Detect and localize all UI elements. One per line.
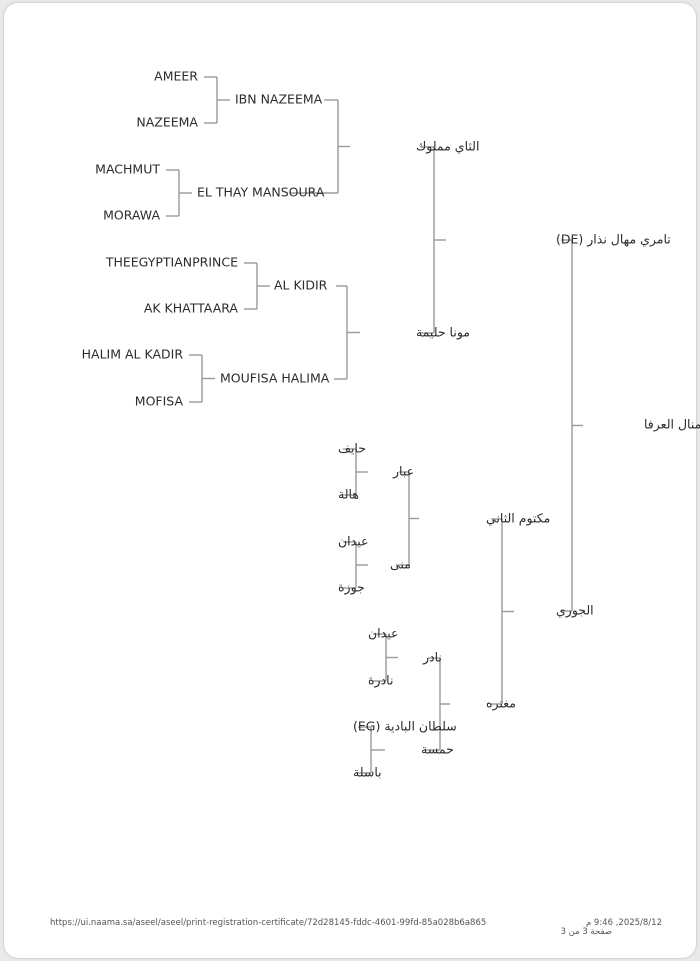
g3-el-thay-mansoura: EL THAY MANSOURA [197,185,325,200]
subject-horse-name: منال العرفا [644,417,700,433]
g3-muna: منى [390,557,411,572]
g2-mughtarah: مغتره [486,696,516,712]
g4-ak-khattaara: AK KHATTAARA [144,301,239,316]
g4-ameer: AMEER [154,69,198,84]
g4-idan-1: عيدان [338,534,368,549]
g4-basila: باسلة [353,765,382,780]
g4-theegyptianprince: THEEGYPTIANPRINCE [105,255,238,270]
g4-mofisa: MOFISA [135,394,184,409]
g3-hamsa: حمسة [421,742,454,757]
g1-dam-aljouri: الجوري [556,603,594,619]
g4-nazeema: NAZEEMA [136,115,198,130]
g3-al-kidir: AL KIDIR [274,278,328,293]
g2-maktoum-althani: مكتوم الثاني [486,511,550,527]
g3-ibn-nazeema: IBN NAZEEMA [235,92,323,107]
g4-morawa: MORAWA [103,208,160,223]
g3-abbar: عبار [392,464,414,480]
g2-muna-halima: مونا حليمة [416,325,470,341]
g4-jawza: جوزة [338,580,365,596]
footer-page-number: صفحة 3 من 3 [560,927,612,937]
g4-halim-al-kadir: HALIM AL KADIR [82,347,184,362]
g3-nader: نادر [422,650,442,666]
g4-nadira: نادرة [368,673,393,689]
g4-hayef: حايف [338,441,366,456]
certificate-page [4,3,696,958]
g4-machmut: MACHMUT [95,162,160,177]
g2-althay-mamlouk: الثاي مملوك [416,139,479,155]
g4-hala: هالة [338,487,359,502]
footer-datetime: 2025/8/12, 9:46 م [585,918,662,928]
pedigree-connector-lines [166,76,583,774]
g4-idan-2: عيدان [368,626,398,641]
g4-sultan-albadia: سلطان البادية (EG) [353,719,457,734]
footer-url: https://ui.naama.sa/aseel/aseel/print-re… [50,918,487,928]
g1-sire-tamri: تامري مهال نذار (DE) [556,232,671,248]
g3-moufisa-halima: MOUFISA HALIMA [220,371,330,386]
